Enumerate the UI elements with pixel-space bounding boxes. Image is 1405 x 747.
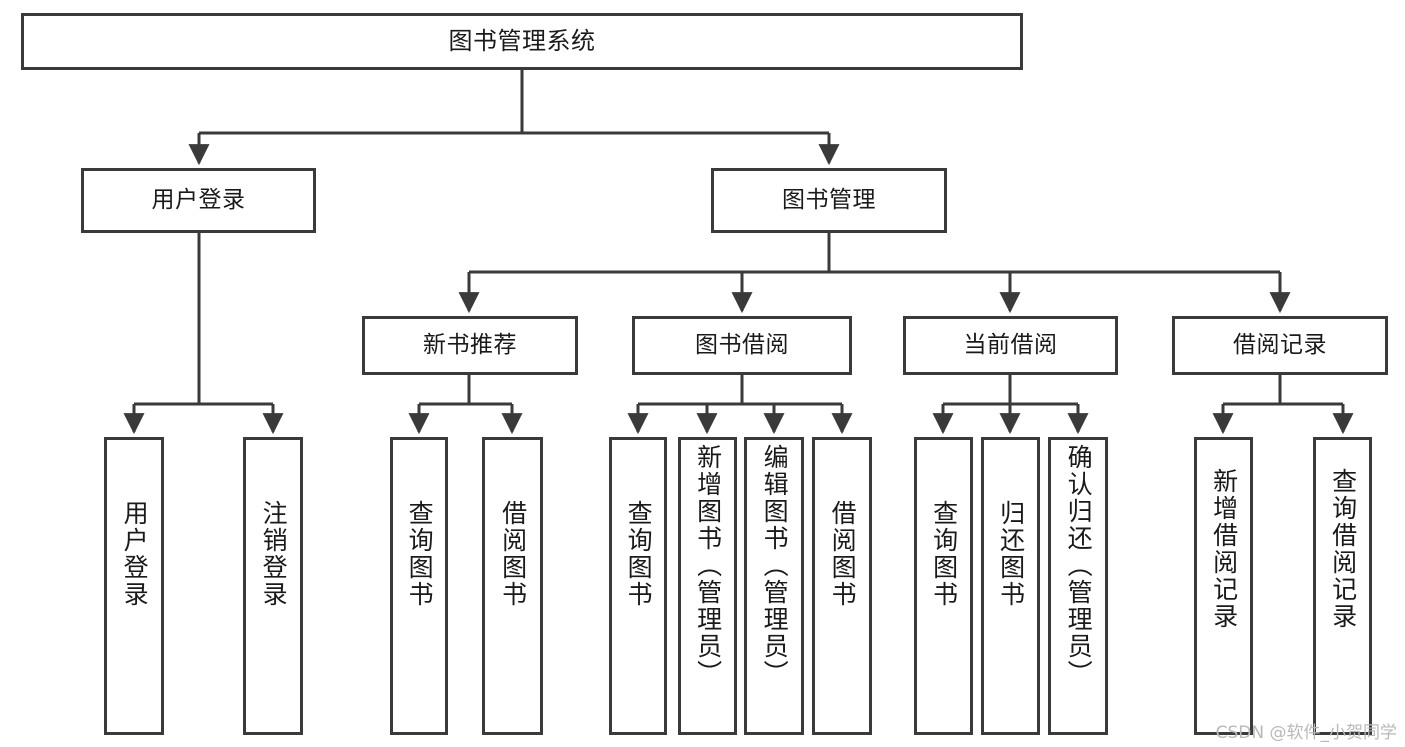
leaf-edit-book[interactable]: 编辑图书（管理员） xyxy=(744,437,804,735)
leaf-borrow-book-borrow[interactable]: 借阅图书 xyxy=(812,437,872,735)
node-label: 归还图书 xyxy=(996,500,1026,608)
node-label: 新增图书（管理员） xyxy=(693,444,723,687)
leaf-confirm-return[interactable]: 确认归还（管理员） xyxy=(1048,437,1108,735)
leaf-user-login[interactable]: 用户登录 xyxy=(104,437,164,735)
node-label: 查询图书 xyxy=(624,500,654,608)
node-new-book-recommend[interactable]: 新书推荐 xyxy=(362,316,578,375)
leaf-query-borrow-record[interactable]: 查询借阅记录 xyxy=(1313,437,1372,735)
leaf-add-borrow-record[interactable]: 新增借阅记录 xyxy=(1194,437,1253,735)
node-label: 查询图书 xyxy=(405,500,435,608)
node-label: 用户登录 xyxy=(120,500,150,608)
node-root-system[interactable]: 图书管理系统 xyxy=(21,13,1023,70)
node-label: 用户登录 xyxy=(151,186,246,213)
node-label: 查询图书 xyxy=(929,500,959,608)
node-current-borrow[interactable]: 当前借阅 xyxy=(903,316,1118,375)
node-label: 确认归还（管理员） xyxy=(1064,444,1094,687)
node-user-login[interactable]: 用户登录 xyxy=(81,168,316,233)
leaf-return-book[interactable]: 归还图书 xyxy=(981,437,1040,735)
node-label: 新书推荐 xyxy=(423,331,517,358)
node-label: 查询借阅记录 xyxy=(1328,468,1358,630)
node-book-borrow[interactable]: 图书借阅 xyxy=(632,316,852,375)
node-label: 图书管理系统 xyxy=(448,27,596,56)
leaf-add-book[interactable]: 新增图书（管理员） xyxy=(678,437,737,735)
leaf-logout-login[interactable]: 注销登录 xyxy=(243,437,303,735)
node-label: 借阅图书 xyxy=(498,500,528,608)
node-label: 借阅记录 xyxy=(1233,331,1327,358)
leaf-query-book-recommend[interactable]: 查询图书 xyxy=(390,437,448,735)
node-label: 图书管理 xyxy=(782,186,876,213)
leaf-borrow-book-recommend[interactable]: 借阅图书 xyxy=(482,437,543,735)
node-borrow-record[interactable]: 借阅记录 xyxy=(1172,316,1388,375)
node-label: 注销登录 xyxy=(259,500,289,608)
node-label: 当前借阅 xyxy=(963,331,1058,358)
csdn-watermark: CSDN @软件_小贺同学 xyxy=(1215,723,1397,743)
node-label: 借阅图书 xyxy=(828,500,858,608)
leaf-query-book-borrow[interactable]: 查询图书 xyxy=(609,437,667,735)
node-book-manage[interactable]: 图书管理 xyxy=(711,168,947,233)
node-label: 新增借阅记录 xyxy=(1209,468,1239,630)
leaf-query-book-current[interactable]: 查询图书 xyxy=(914,437,973,735)
node-label: 编辑图书（管理员） xyxy=(760,444,790,687)
node-label: 图书借阅 xyxy=(695,331,789,358)
